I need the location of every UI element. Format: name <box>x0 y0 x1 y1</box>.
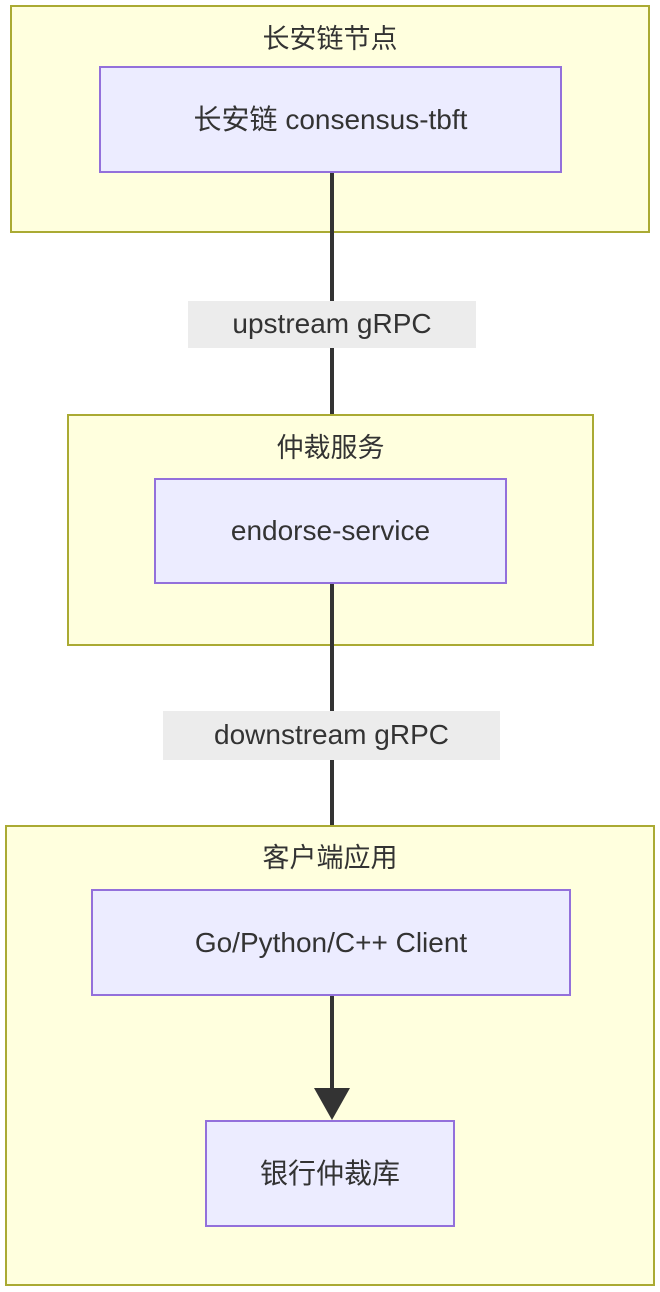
cluster-title-client-application: 客户端应用 <box>262 843 398 873</box>
node-consensus-tbft[interactable]: 长安链 consensus-tbft <box>99 66 562 173</box>
edge-label-upstream: upstream gRPC <box>188 301 476 348</box>
edge-label-downstream: downstream gRPC <box>163 711 500 760</box>
cluster-title-arbitration-service: 仲裁服务 <box>276 433 385 463</box>
node-label-client: Go/Python/C++ Client <box>194 926 468 958</box>
node-bank-db[interactable]: 银行仲裁库 <box>205 1120 455 1227</box>
cluster-title-chainmaker-node: 长安链节点 <box>262 24 398 54</box>
node-client[interactable]: Go/Python/C++ Client <box>91 889 571 996</box>
edge-line-persist <box>330 996 334 1089</box>
node-label-consensus-tbft: 长安链 consensus-tbft <box>193 103 468 135</box>
node-label-bank-db: 银行仲裁库 <box>259 1157 400 1189</box>
node-label-endorse-service: endorse-service <box>230 515 431 547</box>
node-endorse-service[interactable]: endorse-service <box>154 478 507 584</box>
edge-arrowhead-persist <box>314 1088 350 1120</box>
